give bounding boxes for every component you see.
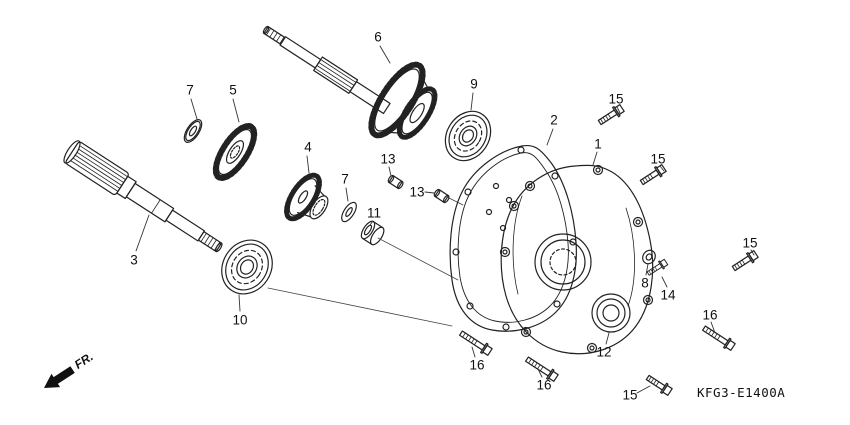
- callout-2: 2: [550, 112, 558, 128]
- dowel-pin-part13-a: [387, 174, 404, 190]
- callout-13: 13: [380, 151, 396, 167]
- gear-part6: [368, 61, 438, 140]
- callout-13: 13: [409, 184, 425, 200]
- gear-part5: [212, 123, 258, 181]
- callout-15: 15: [742, 235, 758, 251]
- callout-16: 16: [536, 377, 552, 393]
- cover-bearing-boss: [534, 233, 592, 291]
- washer-part8: [642, 249, 656, 265]
- fr-arrow: [44, 366, 75, 388]
- transmission-cover-part1: [499, 164, 654, 355]
- washer-part7-upper: [183, 119, 203, 143]
- assembly-guide-lines: [267, 196, 464, 327]
- washer-part7-lower: [341, 201, 357, 223]
- callout-8: 8: [641, 275, 649, 291]
- diagram-code: KFG3-E1400A: [697, 385, 786, 400]
- callout-5: 5: [229, 82, 237, 98]
- gear-part4: [284, 172, 329, 222]
- callout-16: 16: [702, 307, 718, 323]
- callout-6: 6: [374, 29, 382, 45]
- cover-bolt-bosses: [499, 164, 654, 354]
- callout-11: 11: [366, 205, 382, 221]
- callout-15: 15: [650, 151, 666, 167]
- callout-15: 15: [622, 387, 638, 403]
- callout-4: 4: [304, 139, 312, 155]
- callout-3: 3: [130, 252, 138, 268]
- collar-part11: [360, 220, 385, 246]
- callout-7: 7: [341, 171, 349, 187]
- bearing-part10: [221, 239, 273, 295]
- callout-12: 12: [596, 344, 612, 360]
- dowel-pin-part13-b: [433, 188, 450, 204]
- callout-7: 7: [186, 82, 194, 98]
- countershaft-part6: [262, 25, 391, 115]
- mainshaft-part3: [63, 140, 223, 253]
- callout-15: 15: [608, 91, 624, 107]
- callout-14: 14: [660, 287, 676, 303]
- bearing-part9: [444, 110, 492, 162]
- callout-16: 16: [469, 357, 485, 373]
- callout-9: 9: [470, 76, 478, 92]
- oil-seal-part12: [591, 293, 631, 333]
- callout-10: 10: [232, 312, 248, 328]
- leader-lines: [135, 45, 755, 394]
- callout-1: 1: [594, 136, 602, 152]
